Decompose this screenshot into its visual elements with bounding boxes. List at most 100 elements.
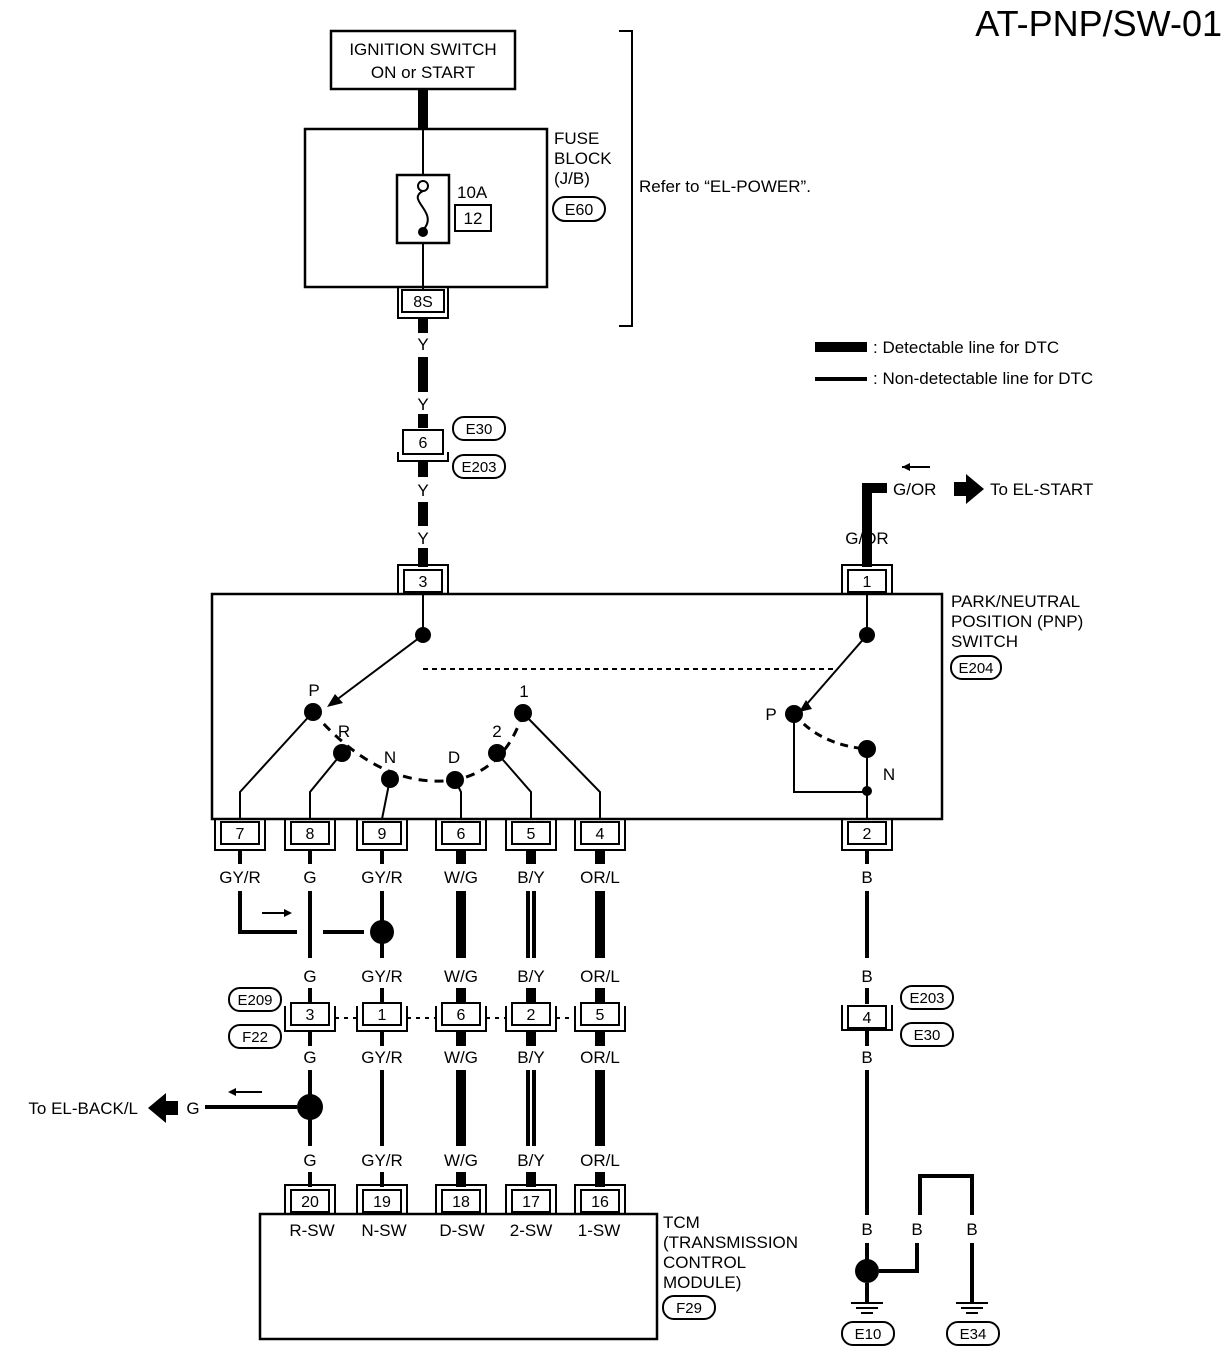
pnp-switch-box (210, 592, 944, 821)
refer-note: Refer to “EL-POWER”. (639, 177, 811, 196)
connector-e203-label: E203 (909, 990, 944, 1007)
wire-color-gyr: GY/R (361, 1151, 403, 1170)
fuse-block-label: (J/B) (554, 169, 590, 188)
pnp-switch-label: POSITION (PNP) (951, 612, 1083, 631)
tcm-terminal: R-SW (289, 1221, 334, 1240)
ignition-switch-label: IGNITION SWITCH (349, 40, 496, 59)
connector-e209-label: E209 (237, 992, 272, 1009)
wire-color-gyr: GY/R (361, 967, 403, 986)
wire-color-gyr: GY/R (361, 868, 403, 887)
pnp-pin-7 (220, 821, 260, 845)
connector-e30-label: E30 (914, 1027, 941, 1044)
wire-color-b: B (861, 1048, 872, 1067)
pnp-pin-label: 3 (419, 574, 428, 591)
connector-badge-e60 (552, 196, 606, 222)
tcm-terminal: 2-SW (510, 1221, 553, 1240)
wire-color-b: B (911, 1220, 922, 1239)
switch-arm-arrow-icon (799, 700, 812, 712)
pnp-pin-8 (290, 821, 330, 845)
ground-icon (851, 1302, 883, 1314)
pnp-pin-label: 1 (863, 574, 872, 591)
switch-arm-arrow-icon (327, 694, 343, 707)
wire-color-wg: W/G (444, 868, 478, 887)
inline-pin-label: 5 (596, 1007, 605, 1024)
pnp-switch-label: PARK/NEUTRAL (951, 592, 1080, 611)
position-label: R (338, 722, 350, 741)
pnp-switch-label: SWITCH (951, 632, 1018, 651)
tcm-terminal: 1-SW (578, 1221, 621, 1240)
position-arc (311, 711, 525, 783)
joint-pin-label: 6 (419, 435, 428, 452)
position-label: N (384, 748, 396, 767)
wire-color-gor: G/OR (845, 529, 888, 548)
position-label: N (883, 765, 895, 784)
connector-badge-e10 (841, 1321, 895, 1346)
tcm-pin-label: 16 (591, 1194, 609, 1211)
wire-color-b: B (966, 1220, 977, 1239)
wire-color-by: B/Y (517, 868, 544, 887)
fuse-terminal-bottom (418, 227, 428, 237)
joint-connector-pin (402, 429, 444, 455)
fuse-terminal-label: 8S (413, 294, 433, 311)
connector-badge-e34 (946, 1321, 1000, 1346)
page-title: AT-PNP/SW-01 (975, 3, 1222, 44)
wire-color-g: G (303, 1151, 316, 1170)
wire-color-b: B (861, 1220, 872, 1239)
connector-badge-e30 (452, 416, 506, 441)
wire-color-g: G (303, 967, 316, 986)
arrow-left-icon (148, 1093, 178, 1123)
pnp-pin-4 (580, 821, 620, 845)
position-label: D (448, 748, 460, 767)
ground-e34-label: E34 (960, 1326, 987, 1343)
current-flow-arrow-icon (284, 909, 292, 917)
wire-color-orl: OR/L (580, 1151, 620, 1170)
ground-icon (956, 1302, 988, 1314)
splice-point (370, 920, 394, 944)
wire-color-b: B (861, 868, 872, 887)
connector-e203-label: E203 (461, 459, 496, 476)
to-el-back-wire: G (186, 1099, 199, 1118)
connector-badge-f22 (228, 1024, 282, 1049)
current-flow-arrow-icon (902, 463, 910, 471)
tcm-box (258, 1212, 659, 1341)
connector-e60-label: E60 (565, 202, 594, 219)
wire-color-g: G (303, 868, 316, 887)
tcm-terminal: N-SW (361, 1221, 406, 1240)
wire-color-gyr: GY/R (219, 868, 261, 887)
tcm-pin-label: 18 (452, 1194, 470, 1211)
inline-pin-label: 6 (457, 1007, 466, 1024)
wire-color-y: Y (417, 395, 428, 414)
pnp-bottom-pins: 7 8 9 6 5 4 2 (214, 819, 893, 851)
fuse-icon (416, 190, 429, 231)
wire-color-y: Y (417, 529, 428, 548)
pnp-pin-label: 5 (527, 826, 536, 843)
pnp-pin-label: 9 (378, 826, 387, 843)
position-label: 2 (492, 722, 501, 741)
connector-f22-label: F22 (242, 1029, 268, 1046)
connector-badge-e203 (452, 454, 506, 479)
wire-color-wg: W/G (444, 1151, 478, 1170)
pnp-pin-3 (403, 569, 443, 593)
connector-badge-e30 (900, 1022, 954, 1047)
tcm-label: MODULE) (663, 1273, 741, 1292)
wire-color-b: B (861, 967, 872, 986)
arrow-right-icon (954, 474, 984, 504)
pnp-pin-9 (362, 821, 402, 845)
connector-f29-label: F29 (676, 1300, 702, 1317)
position-label: 1 (519, 682, 528, 701)
tcm-pins: 20 19 18 17 16 (284, 1184, 626, 1214)
tcm-label: (TRANSMISSION (663, 1233, 798, 1252)
fuse-block-label: BLOCK (554, 149, 612, 168)
ground-e10-label: E10 (855, 1326, 882, 1343)
wire-color-wg: W/G (444, 967, 478, 986)
ground-joint-pin-label: 4 (863, 1010, 872, 1027)
connector-e30-label: E30 (466, 421, 493, 438)
pnp-pin-1 (847, 569, 887, 593)
fuse-number: 12 (464, 209, 483, 228)
connector-badge-e209 (228, 987, 282, 1012)
legend-detectable-label: : Detectable line for DTC (873, 338, 1059, 357)
fuse-rating: 10A (457, 183, 488, 202)
to-el-start-label: To EL-START (990, 480, 1093, 499)
current-flow-arrow-icon (228, 1088, 236, 1096)
